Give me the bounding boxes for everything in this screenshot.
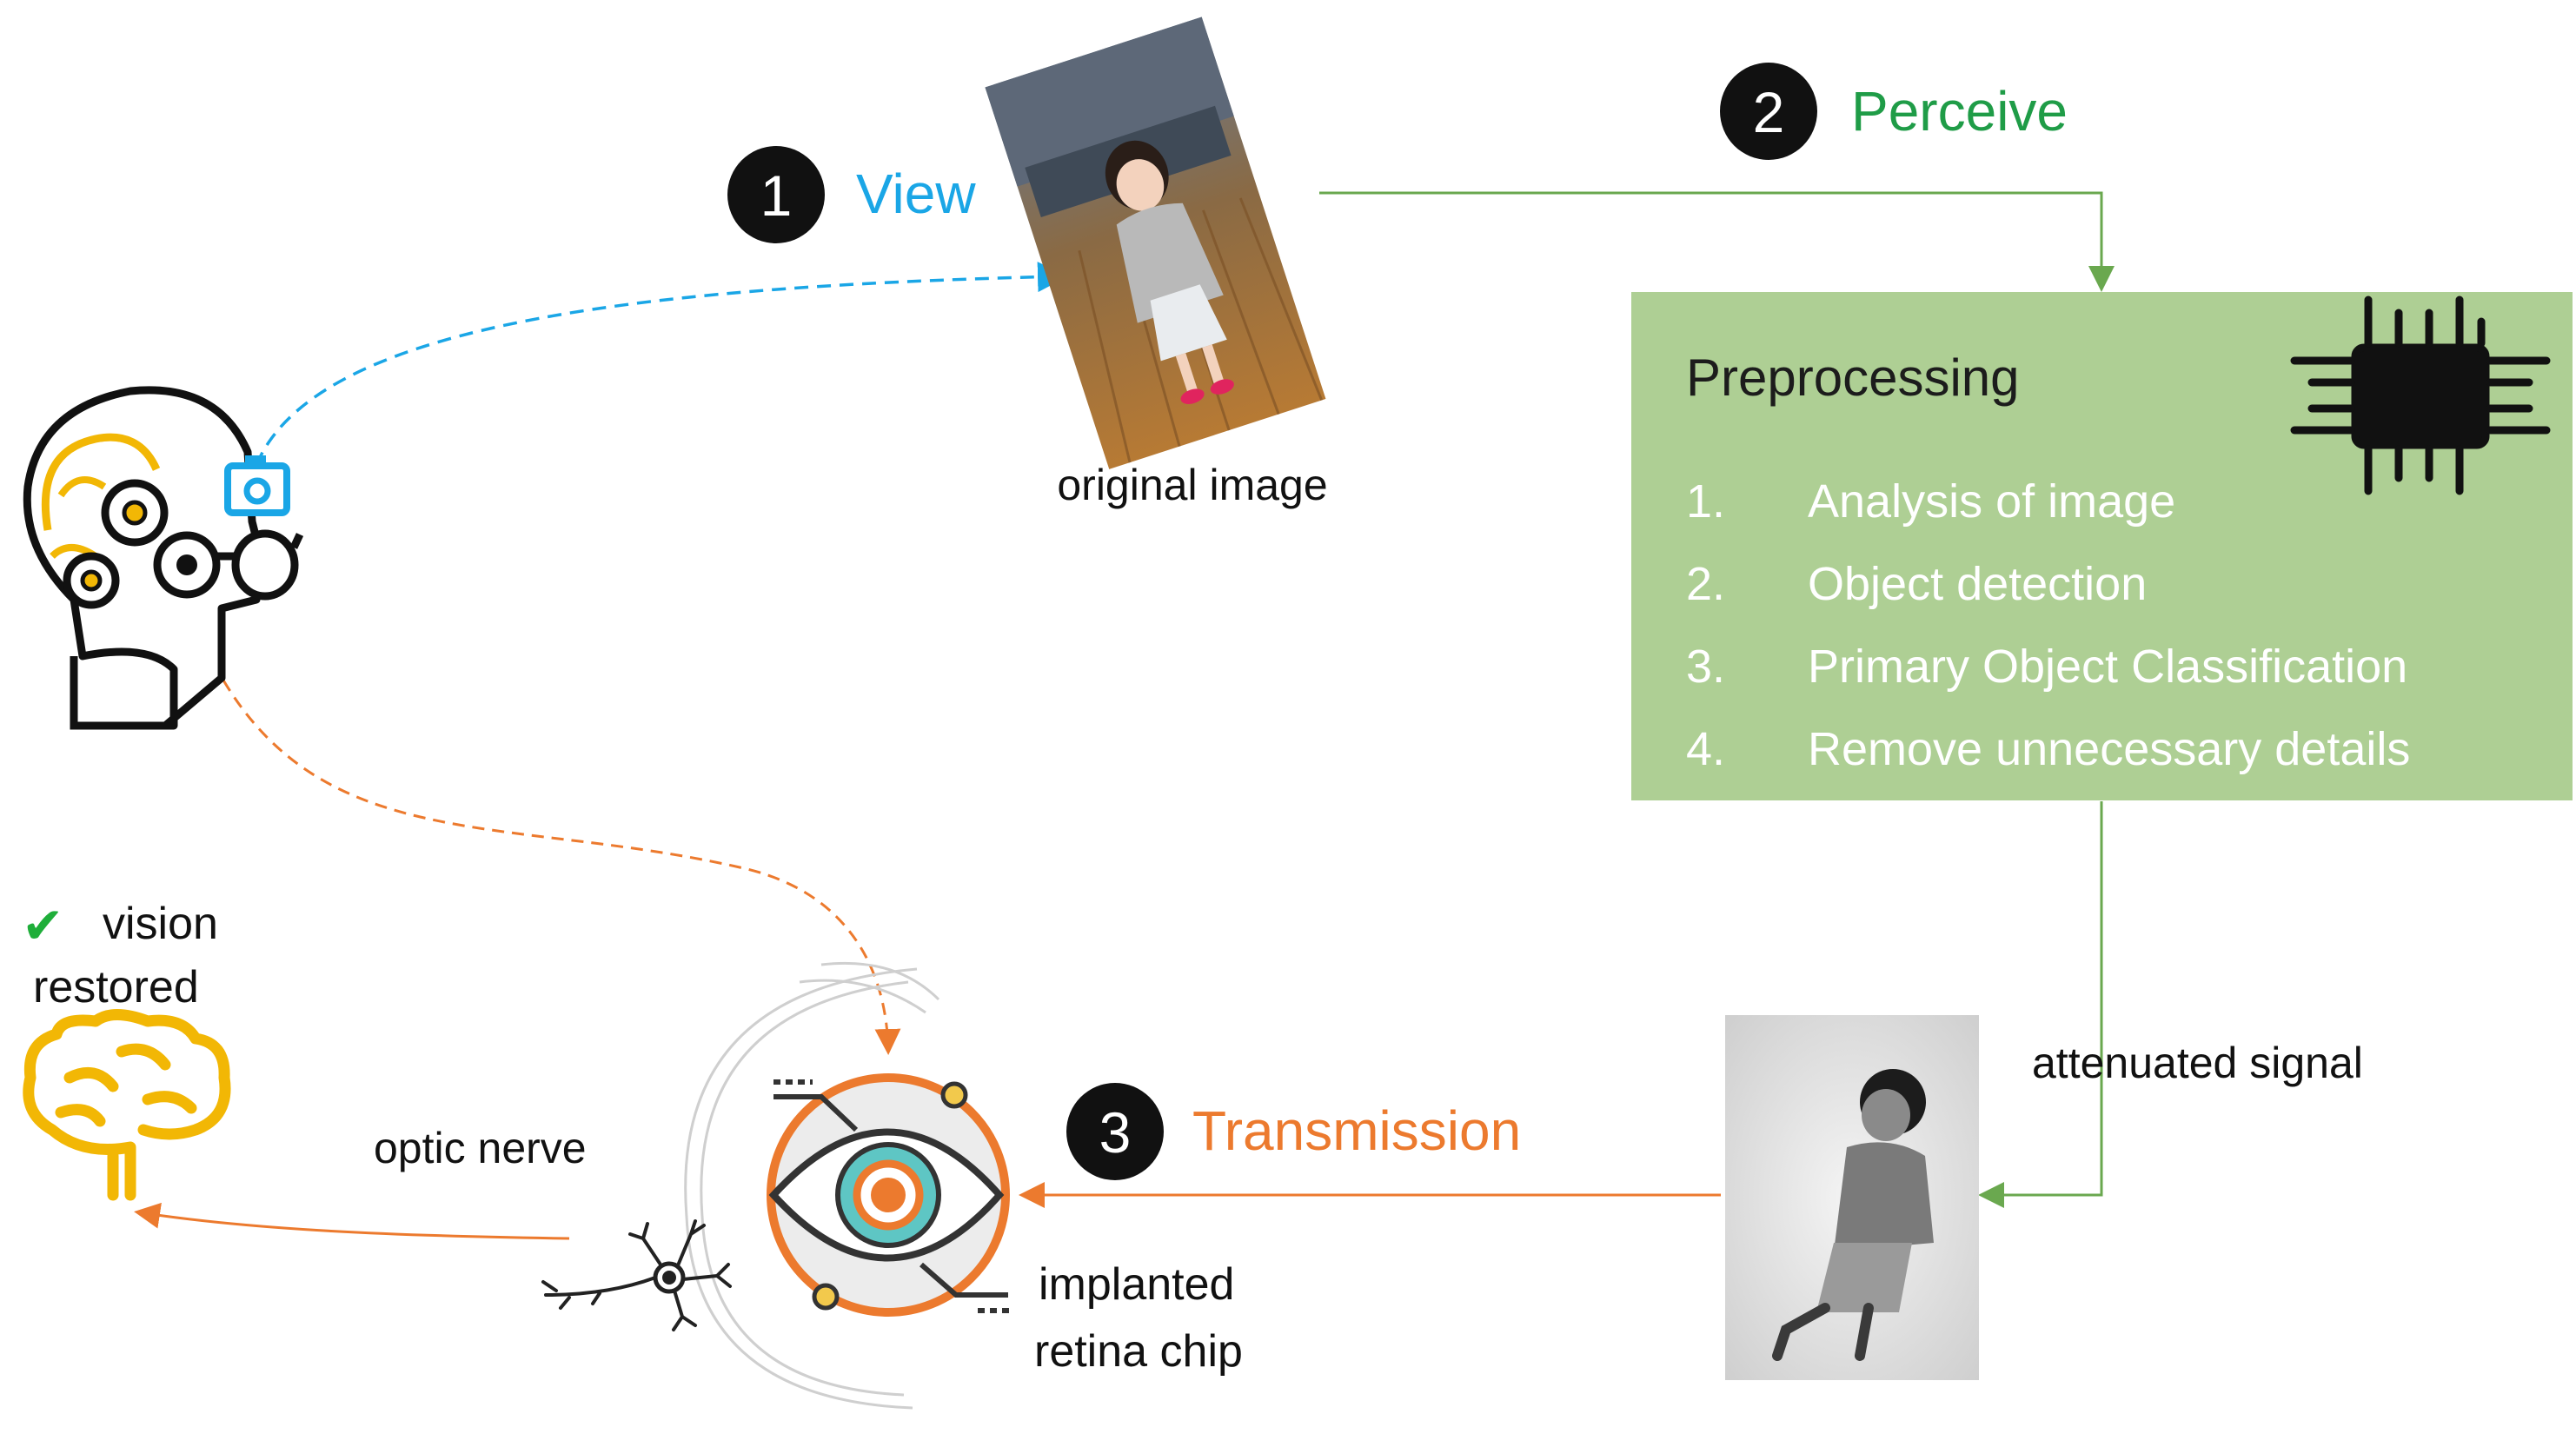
attenuated-signal-caption: attenuated signal — [2032, 1039, 2363, 1087]
head-with-gears-icon — [23, 386, 304, 730]
vision-caption: vision — [103, 899, 218, 949]
preprocessing-title: Preprocessing — [1686, 349, 2020, 407]
attenuated-image — [1725, 1015, 1979, 1380]
list-item-number: 3. — [1686, 641, 1725, 693]
list-item-number: 4. — [1686, 723, 1725, 775]
optic-nerve-arrow — [134, 1202, 570, 1240]
list-item-text: Object detection — [1808, 558, 2147, 610]
eyeball-outline — [684, 961, 940, 1410]
retina-chip-caption: retina chip — [1034, 1326, 1243, 1377]
optic-nerve-caption: optic nerve — [374, 1124, 587, 1172]
list-item-text: Primary Object Classification — [1808, 641, 2407, 693]
step-3-badge: 3 — [1066, 1083, 1164, 1180]
view-arrow — [255, 262, 1068, 466]
list-item-number: 2. — [1686, 558, 1725, 610]
svg-text:1: 1 — [760, 163, 793, 228]
step-2-badge: 2 — [1720, 63, 1817, 160]
list-item-number: 1. — [1686, 475, 1725, 528]
original-image-caption: original image — [1057, 461, 1327, 509]
cpu-chip-icon — [2290, 295, 2551, 495]
camera-icon — [224, 455, 290, 516]
list-item-text: Analysis of image — [1808, 475, 2175, 528]
step-3-label: Transmission — [1192, 1099, 1521, 1162]
restored-caption: restored — [33, 962, 199, 1012]
brain-icon — [23, 1009, 231, 1201]
check-mark-icon: ✔ — [22, 898, 64, 954]
step-2-label: Perceive — [1851, 80, 2068, 143]
step-1-label: View — [856, 163, 976, 225]
preprocessing-list: 1. Analysis of image 2. Object detection… — [1686, 475, 2410, 775]
step-1-badge: 1 — [727, 146, 825, 243]
signal-arrow — [1978, 801, 2103, 1208]
implanted-caption: implanted — [1039, 1259, 1234, 1310]
svg-text:2: 2 — [1753, 80, 1785, 144]
neuron-icon — [541, 1219, 732, 1331]
implant-arrow — [188, 607, 901, 1055]
original-image — [985, 17, 1326, 469]
eye-retina-icon — [767, 1073, 1012, 1317]
svg-text:3: 3 — [1099, 1100, 1132, 1165]
perceive-arrow — [1319, 191, 2115, 292]
list-item-text: Remove unnecessary details — [1808, 723, 2410, 775]
